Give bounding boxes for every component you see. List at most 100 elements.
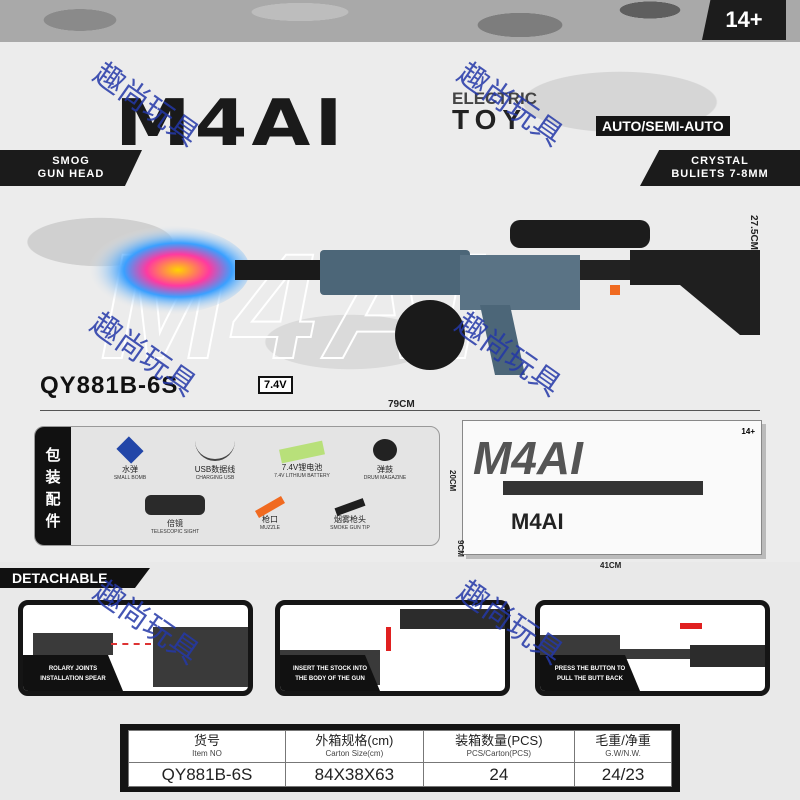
detachable-heading: DETACHABLE [0, 568, 150, 588]
stock [400, 609, 505, 629]
age-badge: 14+ [702, 0, 786, 40]
heading-char: 装 [45, 469, 61, 486]
header-cn: 外箱规格(cm) [315, 732, 394, 748]
arrow-down-icon [386, 627, 391, 651]
caption-line: THE BODY OF THE GUN [295, 676, 365, 682]
header-cn: 装箱数量(PCS) [455, 732, 543, 748]
accessory-cn: 7.4V锂电池 [281, 463, 323, 472]
battery-badge: 7.4V [258, 376, 293, 394]
tag-line: BULIETS 7-8MM [671, 168, 769, 180]
cell-weight: 24/23 [574, 762, 672, 787]
box-logo: M4AI [511, 509, 564, 534]
electric-toy-label: ELECTRIC TOY [452, 89, 537, 135]
heading-char: 包 [45, 447, 61, 464]
scope [510, 220, 650, 248]
tag-line: GUN HEAD [37, 168, 105, 180]
accessory-en: MUZZLE [260, 525, 280, 531]
handguard [33, 633, 113, 655]
water-bomb-icon [116, 436, 144, 464]
insert-guide [111, 643, 151, 645]
drum-magazine [395, 300, 465, 370]
barrel [235, 260, 325, 280]
box-height: 20CM [448, 470, 457, 492]
caption-line: PRESS THE BUTTON TO [554, 666, 626, 672]
step-caption: ROLARY JOINTS INSTALLATION SPEAR [23, 655, 123, 691]
handguard [320, 250, 470, 295]
accessory-cn: 枪口 [262, 515, 278, 524]
camo-banner [0, 0, 800, 42]
arrow-right-icon [680, 623, 702, 629]
accessory-cn: USB数据线 [194, 465, 236, 474]
model-number: QY881B-6S [40, 372, 179, 399]
product-title: M4AI [115, 84, 347, 161]
header-en: PCS/Carton(PCS) [466, 748, 532, 758]
header-en: G.W/N.W. [605, 748, 641, 758]
box-gun [503, 481, 703, 495]
heading-char: 件 [45, 513, 61, 530]
drum-magazine-icon [373, 439, 397, 461]
smog-gun-head-tag: SMOG GUN HEAD [0, 150, 142, 186]
header-cn: 货号 [194, 732, 221, 748]
step-caption: PRESS THE BUTTON TO PULL THE BUTT BACK [540, 655, 640, 691]
gun-image [70, 220, 760, 375]
heading-char: 配 [45, 491, 61, 508]
height-dimension: 27.5CM [748, 215, 759, 251]
caption-line: ROLARY JOINTS [48, 666, 98, 672]
step-panel-3: PRESS THE BUTTON TO PULL THE BUTT BACK [535, 600, 770, 696]
accessory-cn: 倍镜 [167, 519, 183, 528]
crystal-bullets-tag: CRYSTAL BULIETS 7-8MM [640, 150, 800, 186]
step-caption: INSERT THE STOCK INTO THE BODY OF THE GUN [280, 655, 380, 691]
accessory-en: TELESCOPIC SIGHT [150, 529, 200, 535]
header-carton-size: 外箱规格(cm)Carton Size(cm) [285, 730, 424, 763]
header-en: Carton Size(cm) [325, 748, 384, 758]
header-en: Item NO [192, 748, 222, 758]
stock [630, 250, 760, 335]
accessory-cn: 烟雾枪头 [334, 515, 366, 524]
length-line [40, 410, 760, 411]
header-pcs: 装箱数量(PCS)PCS/Carton(PCS) [422, 730, 576, 763]
accessory-cn: 弹鼓 [377, 465, 393, 474]
electric-text: ELECTRIC [452, 89, 537, 108]
step-panel-1: ROLARY JOINTS INSTALLATION SPEAR [18, 600, 253, 696]
step-panel-2: INSERT THE STOCK INTO THE BODY OF THE GUN [275, 600, 510, 696]
tag-line: CRYSTAL [691, 155, 749, 167]
receiver [460, 255, 580, 310]
accessory-cn: 水弹 [122, 465, 138, 474]
battery-icon [279, 440, 325, 464]
caption-line: PULL THE BUTT BACK [557, 676, 623, 682]
box-width: 41CM [600, 561, 622, 570]
accessory-en: CHARGING USB [195, 475, 235, 481]
accessory-en: DRUM MAGAZINE [363, 475, 407, 481]
scope-icon [145, 495, 205, 515]
cell-carton-size: 84X38X63 [285, 762, 424, 787]
buffer-tube [580, 260, 640, 280]
button-accent [610, 285, 620, 295]
cell-pcs: 24 [422, 762, 576, 787]
accessory-en: SMOKE GUN TIP [330, 525, 370, 531]
length-dimension: 79CM [384, 399, 419, 410]
usb-cable-icon [195, 439, 235, 461]
tag-line: SMOG [52, 155, 90, 167]
header-cn: 毛重/净重 [595, 732, 651, 748]
stock [690, 645, 765, 667]
accessories-heading: 包 装 配 件 [35, 427, 71, 545]
mode-badge: AUTO/SEMI-AUTO [596, 116, 730, 136]
toy-text: TOY [452, 104, 528, 135]
caption-line: INSTALLATION SPEAR [40, 676, 106, 682]
package-box-image: M4AI M4AI 14+ [462, 420, 762, 555]
accessory-en: SMALL BOMB [113, 475, 147, 481]
box-depth: 9CM [456, 540, 465, 557]
box-age: 14+ [741, 427, 755, 436]
smoke-effect [70, 225, 250, 315]
caption-line: INSERT THE STOCK INTO [292, 666, 368, 672]
